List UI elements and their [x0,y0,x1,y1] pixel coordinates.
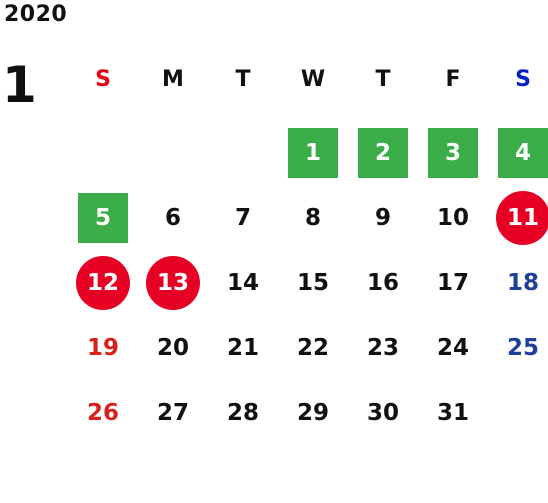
day-cell: 14 [208,250,278,315]
day-cell: 22 [278,315,348,380]
day-cell: 10 [418,185,488,250]
day-cell: 23 [348,315,418,380]
weekday-thursday: T [375,67,391,92]
day-cell: 7 [208,185,278,250]
day-12: 12 [76,255,130,310]
day-2: 2 [358,127,408,178]
day-cell: 9 [348,185,418,250]
day-cell: 31 [418,380,488,445]
day-8: 8 [304,204,321,231]
day-3: 3 [428,127,478,178]
day-cell: 11 [488,185,548,250]
day-cell: 30 [348,380,418,445]
day-15: 15 [296,269,329,296]
day-cell: 24 [418,315,488,380]
day-28: 28 [226,399,259,426]
day-14: 14 [226,269,259,296]
day-4: 4 [498,127,548,178]
day-cell: 19 [68,315,138,380]
weekday-tuesday: T [235,67,251,92]
day-cell: 26 [68,380,138,445]
day-23: 23 [366,334,399,361]
day-22: 22 [296,334,329,361]
day-7: 7 [234,204,251,231]
day-cell: 12 [68,250,138,315]
day-19: 19 [86,334,119,361]
day-31: 31 [436,399,469,426]
day-27: 27 [156,399,189,426]
day-21: 21 [226,334,259,361]
day-18: 18 [506,269,539,296]
day-cell: 29 [278,380,348,445]
day-cell: 17 [418,250,488,315]
day-24: 24 [436,334,469,361]
weekday-wednesday: W [300,67,326,92]
day-cell [208,120,278,185]
weekday-friday: F [445,67,461,92]
day-30: 30 [366,399,399,426]
day-cell: 21 [208,315,278,380]
day-5: 5 [78,192,128,243]
day-cell: 5 [68,185,138,250]
day-cell: 8 [278,185,348,250]
month-label: 1 [2,56,37,114]
day-20: 20 [156,334,189,361]
day-10: 10 [436,204,469,231]
weekday-saturday: S [515,67,531,92]
day-cell: 25 [488,315,548,380]
day-11: 11 [496,190,548,245]
day-cell: 2 [348,120,418,185]
day-cell [138,120,208,185]
day-17: 17 [436,269,469,296]
day-cell: 13 [138,250,208,315]
day-9: 9 [374,204,391,231]
year-label: 2020 [4,2,68,27]
day-cell: 27 [138,380,208,445]
day-cell: 6 [138,185,208,250]
weekday-header: S M T W T F S [68,64,548,96]
day-6: 6 [164,204,181,231]
day-cell: 20 [138,315,208,380]
day-cell: 16 [348,250,418,315]
day-cell: 4 [488,120,548,185]
day-cell: 1 [278,120,348,185]
day-cell [68,120,138,185]
day-cell: 15 [278,250,348,315]
day-16: 16 [366,269,399,296]
day-1: 1 [288,127,338,178]
day-cell: 3 [418,120,488,185]
weekday-sunday: S [95,67,111,92]
day-cell [488,380,548,445]
day-25: 25 [506,334,539,361]
day-29: 29 [296,399,329,426]
day-26: 26 [86,399,119,426]
day-13: 13 [146,255,200,310]
day-cell: 28 [208,380,278,445]
weekday-monday: M [162,67,184,92]
day-cell: 18 [488,250,548,315]
